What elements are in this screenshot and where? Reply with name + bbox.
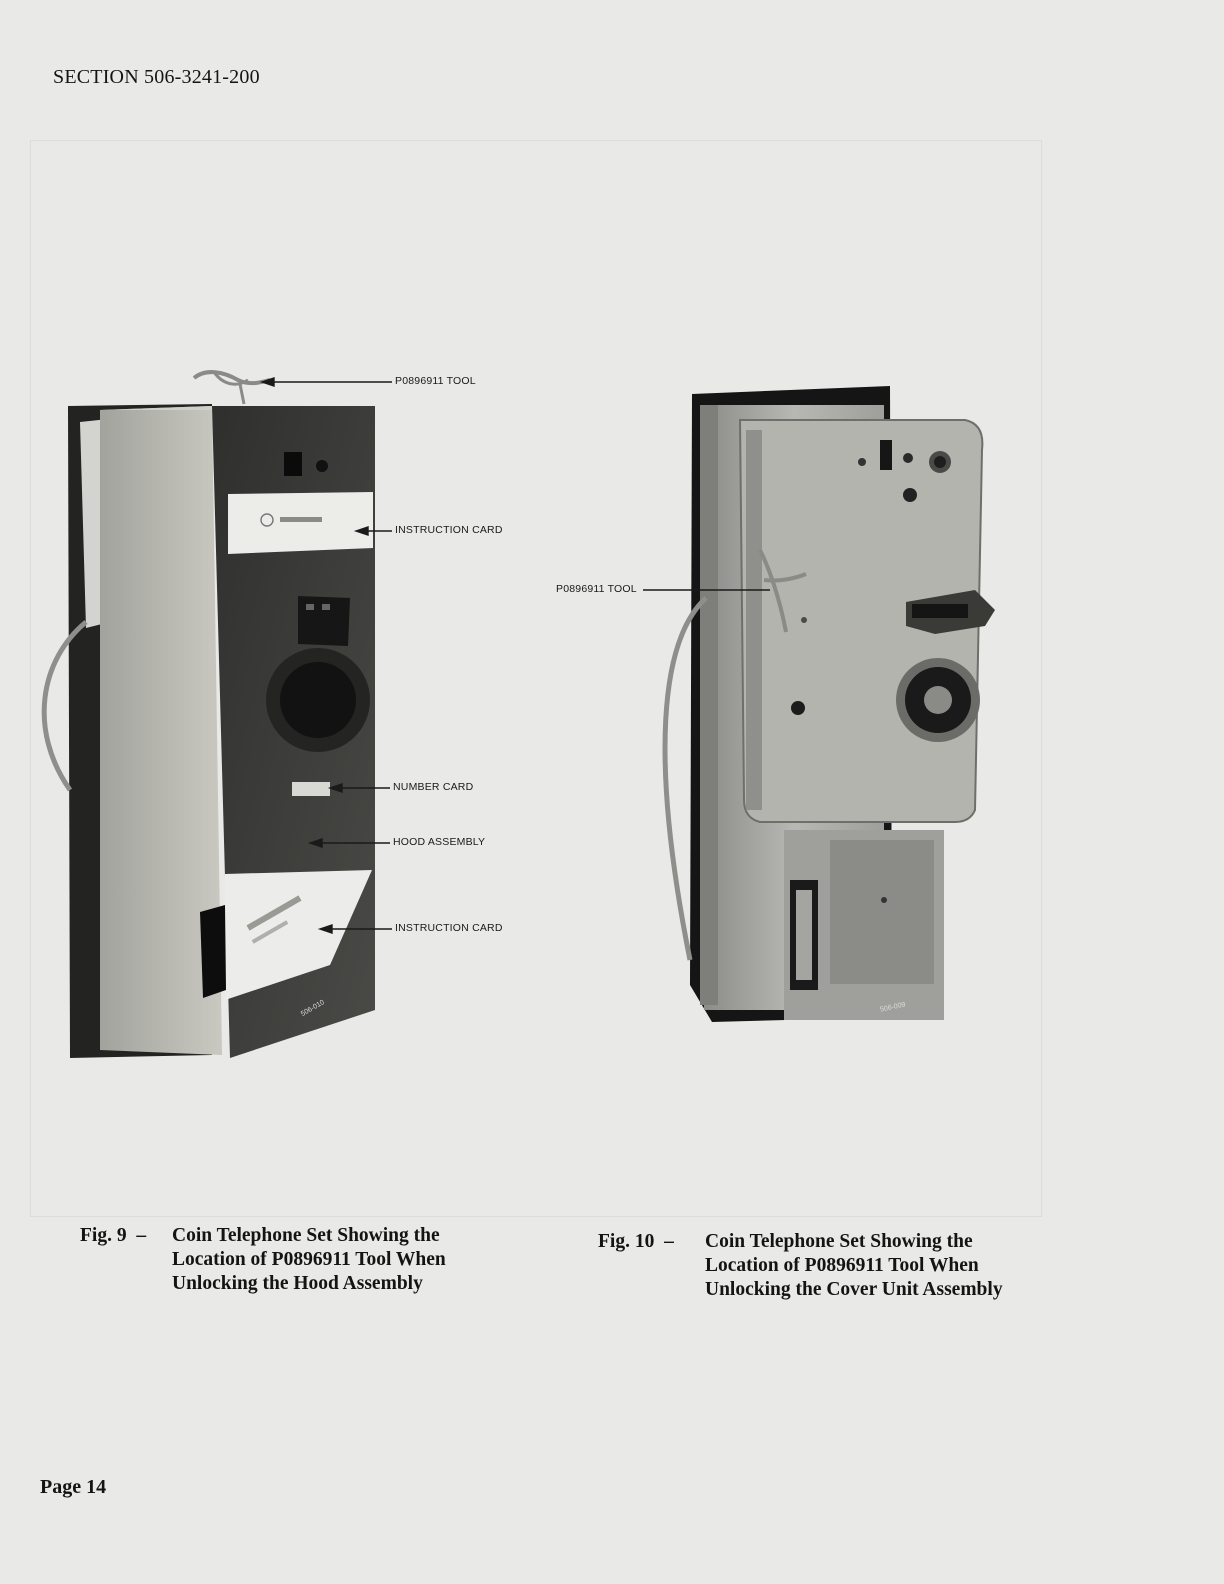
callout-leaders: [259, 377, 770, 934]
fig10-caption: Fig. 10 – Coin Telephone Set Showing the…: [598, 1230, 1048, 1310]
callout-instruction-card-bottom: INSTRUCTION CARD: [395, 922, 503, 934]
page-number: Page 14: [40, 1476, 107, 1498]
fig10-label: Fig. 10 –: [598, 1231, 674, 1252]
faded-background-table-ghost: [30, 140, 1042, 1217]
fig9-caption: Fig. 9 – Coin Telephone Set Showing the …: [80, 1224, 500, 1304]
callout-p0896911-tool-fig10: P0896911 TOOL: [556, 583, 637, 595]
fig9-caption-line-1: Coin Telephone Set Showing the: [172, 1225, 440, 1246]
section-header: SECTION 506-3241-200: [53, 66, 260, 88]
callout-p0896911-tool: P0896911 TOOL: [395, 375, 476, 387]
fig10-photo: [662, 386, 995, 1022]
callout-hood-assembly: HOOD ASSEMBLY: [393, 836, 486, 848]
fig10-caption-line-1: Coin Telephone Set Showing the: [705, 1231, 973, 1252]
fig9-caption-line-2: Location of P0896911 Tool When: [172, 1249, 446, 1270]
fig9-caption-line-3: Unlocking the Hood Assembly: [172, 1273, 423, 1294]
fig9-label: Fig. 9 –: [80, 1225, 147, 1246]
fig9-photo: [41, 370, 375, 1058]
callout-instruction-card-top: INSTRUCTION CARD: [395, 524, 503, 536]
fig10-caption-line-3: Unlocking the Cover Unit Assembly: [705, 1279, 1003, 1300]
fig10-caption-line-2: Location of P0896911 Tool When: [705, 1255, 979, 1276]
callout-number-card: NUMBER CARD: [393, 781, 474, 793]
